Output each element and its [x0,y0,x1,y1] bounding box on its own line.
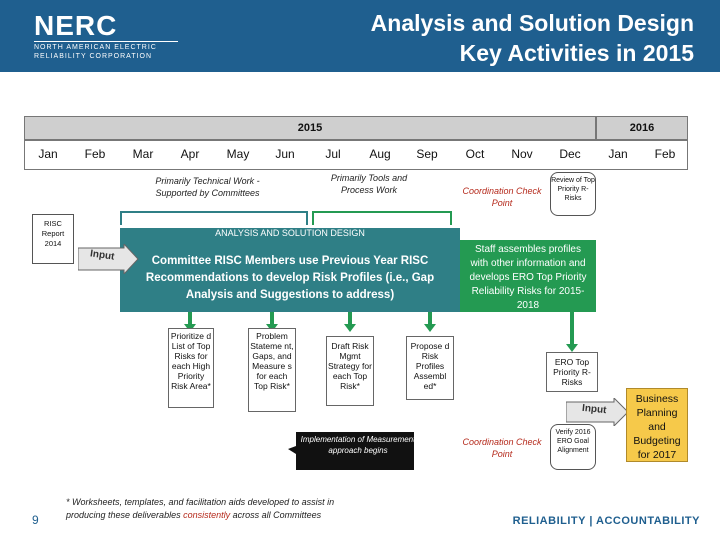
coordination-checkpoint-bottom: Coordination Check Point [462,437,542,459]
implementation-bubble [288,432,414,470]
month-label: Mar [132,147,154,161]
month-label: Aug [369,147,391,161]
month-label: Jul [325,147,341,161]
footnote: * Worksheets, templates, and facilitatio… [66,496,366,522]
implementation-text: Implementation of Measurement approach b… [300,435,416,455]
proposed-profiles-box: Propose d Risk Profiles Assembl ed* [406,336,454,400]
analysis-band [120,228,460,312]
logo-subtitle: NORTH AMERICAN ELECTRIC RELIABILITY CORP… [34,44,157,60]
verify-goal-box: Verify 2016 ERO Goal Alignment [550,424,596,470]
year-2016-bar: 2016 [596,116,688,140]
technical-bracket [120,211,308,225]
month-label: Sep [416,147,438,161]
header-bar [0,0,720,72]
footnote-prefix: * Worksheets, templates, and facilitatio… [66,497,335,520]
coordination-checkpoint-top: Coordination Check Point [462,186,542,208]
tools-bracket [312,211,452,225]
year-2015-bar: 2015 [24,116,596,140]
month-label: Feb [84,147,106,161]
page-number: 9 [32,513,39,527]
footnote-suffix: across all Committees [230,510,322,520]
month-label: Apr [180,147,200,161]
business-planning-box: Business Planning and Budgeting for 2017 [626,388,688,462]
nerc-logo: NERC [34,10,118,41]
review-top-risks-box: Review of Top Priority R-Risks [550,172,596,216]
footer-tagline: RELIABILITY | ACCOUNTABILITY [512,515,700,527]
month-label: Feb [654,147,676,161]
ero-top-risks-box: ERO Top Priority R-Risks [546,352,598,392]
month-label: Nov [511,147,533,161]
input-arrow-left [78,244,139,274]
footnote-emphasis: consistently [183,510,231,520]
technical-work-label: Primarily Technical Work - Supported by … [155,176,260,198]
month-label: May [226,147,250,161]
input-arrow-right [566,398,629,426]
slide-title: Analysis and Solution Design Key Activit… [370,10,694,66]
month-label: Jan [38,147,58,161]
problem-statement-box: Problem Stateme nt, Gaps, and Measure s … [248,328,296,412]
analysis-band-title: ANALYSIS AND SOLUTION DESIGN [215,228,365,238]
risc-report-doc: RISC Report 2014 [32,214,74,264]
logo-divider [34,41,178,42]
staff-assembles-box: Staff assembles profiles with other info… [460,240,596,312]
month-label: Oct [465,147,485,161]
prioritized-list-box: Prioritize d List of Top Risks for each … [168,328,214,408]
month-label: Jun [275,147,295,161]
month-bar [24,140,688,170]
committee-work-text: Committee RISC Members use Previous Year… [145,255,435,301]
month-label: Dec [559,147,581,161]
draft-strategy-box: Draft Risk Mgmt Strategy for each Top Ri… [326,336,374,406]
tools-work-label: Primarily Tools and Process Work [330,173,408,195]
month-label: Jan [608,147,628,161]
